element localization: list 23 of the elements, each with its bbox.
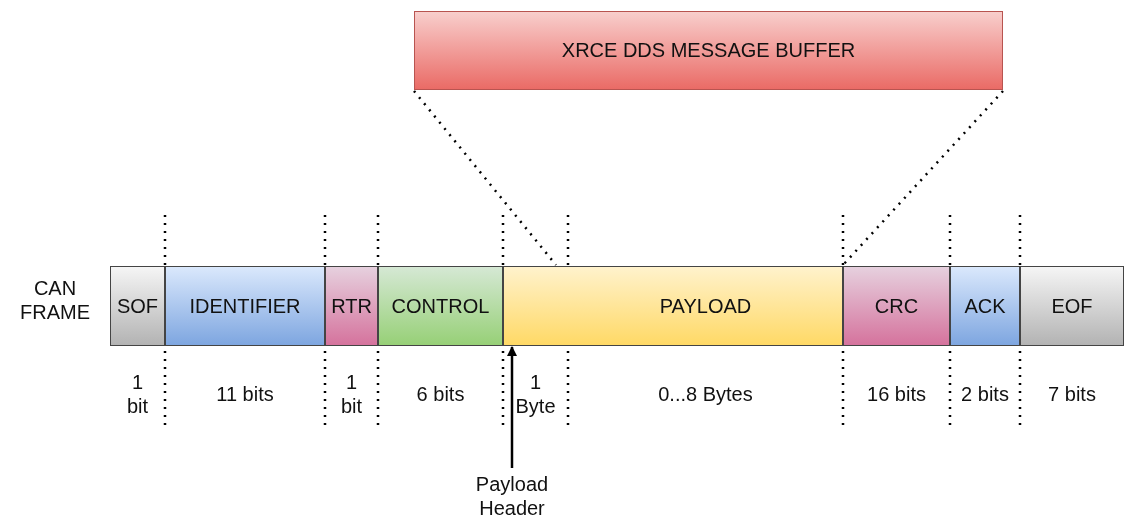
row-label: CAN FRAME	[19, 276, 91, 324]
zoom-line	[842, 90, 1004, 266]
annotation-text: Payload Header	[462, 470, 562, 522]
bit-length-label: 6 bits	[415, 382, 466, 407]
bit-length-label: 0...8 Bytes	[657, 382, 754, 407]
frame-field: PAYLOAD	[503, 266, 843, 346]
bit-length-label: 1 Byte	[514, 370, 557, 419]
arrow	[507, 346, 517, 468]
bit-length-label: 1 bit	[339, 370, 364, 419]
frame-field: SOF	[110, 266, 165, 346]
frame-field: EOF	[1020, 266, 1124, 346]
frame-field: ACK	[950, 266, 1020, 346]
bit-length-label: 1 bit	[125, 370, 150, 419]
zoom-line	[413, 90, 557, 266]
frame-field: RTR	[325, 266, 378, 346]
frame-field: IDENTIFIER	[165, 266, 325, 346]
bit-length-label: 16 bits	[866, 382, 927, 407]
buffer-box: XRCE DDS MESSAGE BUFFER	[414, 11, 1003, 90]
bit-length-label: 2 bits	[960, 382, 1010, 407]
frame-field: CONTROL	[378, 266, 503, 346]
bit-length-label: 11 bits	[215, 382, 275, 407]
bit-length-label: 7 bits	[1047, 382, 1097, 407]
frame-field: CRC	[843, 266, 950, 346]
